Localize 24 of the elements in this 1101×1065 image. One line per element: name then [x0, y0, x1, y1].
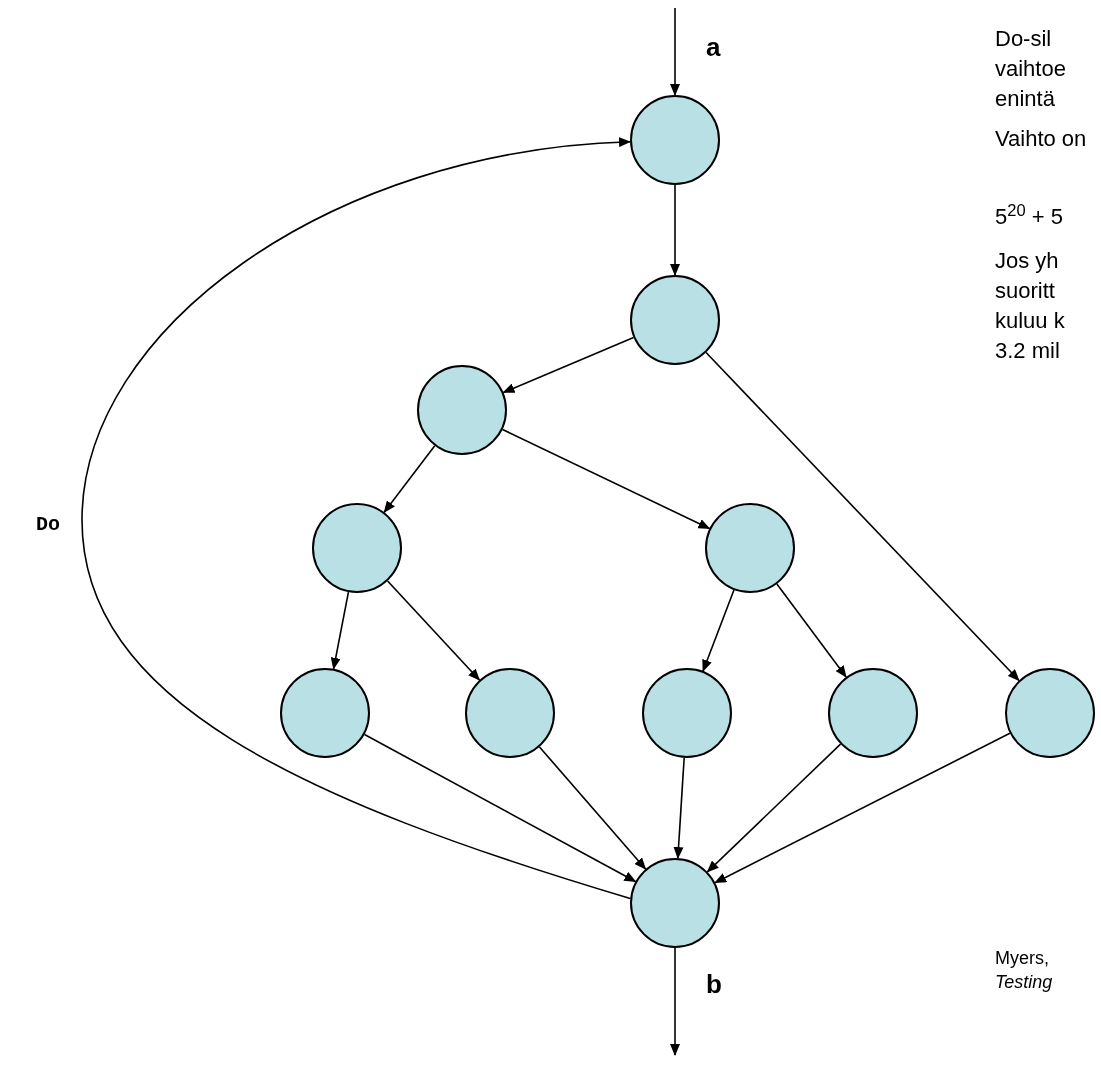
note-text: Jos yh suoritt kuluu k 3.2 mil [995, 247, 1066, 365]
note-text: 5$^{20}$ + 5 [995, 202, 1064, 231]
edge-label: a [706, 31, 721, 64]
arrow [383, 445, 436, 513]
arrow [386, 580, 481, 681]
arrow [81, 137, 632, 900]
arrow [714, 732, 1011, 884]
arrow [670, 184, 680, 276]
note-text: Vaihto on [995, 125, 1087, 153]
arrow [776, 583, 847, 678]
note-text: Do-sil vaihtoe enintä [995, 25, 1067, 113]
arrow [502, 336, 635, 394]
arrow [670, 7, 680, 96]
arrow [363, 733, 637, 883]
edge-label: b [706, 968, 722, 1001]
arrow [705, 351, 1020, 682]
arrow [673, 757, 685, 860]
arrow [501, 428, 711, 530]
citation-text: Myers, Testing [995, 947, 1054, 994]
arrow [330, 591, 350, 670]
edge-label: Do [36, 512, 60, 538]
arrow [706, 743, 842, 873]
arrow [670, 947, 680, 1056]
arrow [538, 746, 647, 870]
